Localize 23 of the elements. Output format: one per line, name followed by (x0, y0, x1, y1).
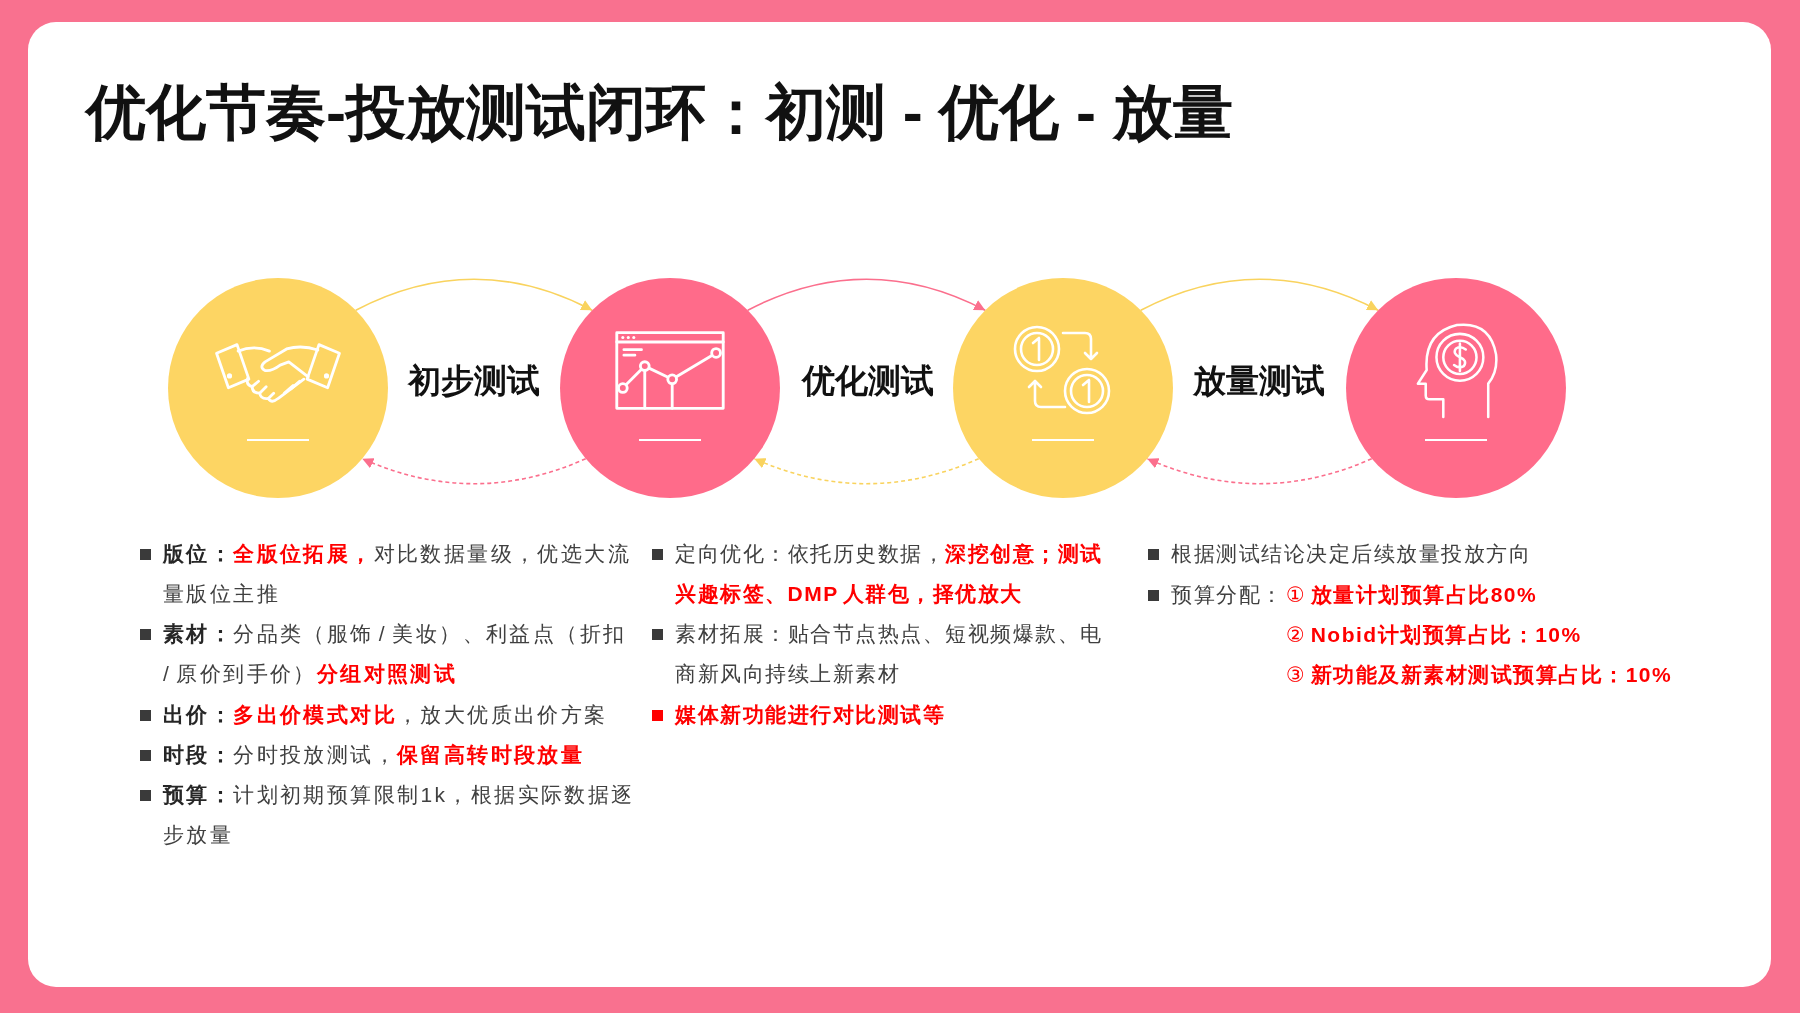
bullet-text: 出价：多出价模式对比，放大优质出价方案 (163, 702, 609, 728)
curved-arrow (1140, 278, 1379, 311)
bullet-text: 素材拓展：贴合节点热点、短视频爆款、电商新风向持续上新素材 (675, 621, 1104, 687)
bullet-text: 媒体新功能进行对比测试等 (675, 702, 946, 728)
curved-arrow (1146, 457, 1373, 485)
stage-label: 放量测试 (1193, 361, 1325, 401)
bullet-text: 定向优化：依托历史数据，深挖创意；测试兴趣标签、DMP 人群包，择优放大 (675, 541, 1104, 607)
numbered-item: ① 放量计划预算占比80% (1286, 582, 1538, 608)
bullet-text: 预算：计划初期预算限制1k，根据实际数据逐步放量 (163, 782, 636, 848)
stage-label: 优化测试 (802, 361, 934, 401)
stage-label: 初步测试 (408, 361, 540, 401)
bullet-text: 素材：分品类（服饰 / 美妆）、利益点（折扣 / 原价到手价）分组对照测试 (163, 621, 628, 687)
bullet-text: 预算分配： (1171, 582, 1284, 608)
curved-arrow (747, 278, 986, 311)
bullet-text: 时段：分时投放测试，保留高转时段放量 (163, 742, 586, 768)
numbered-item: ③ 新功能及新素材测试预算占比：10% (1286, 662, 1673, 688)
curved-arrow (361, 457, 587, 485)
curved-arrow (355, 278, 593, 311)
curved-arrow (753, 457, 980, 485)
bullet-text: 根据测试结论决定后续放量投放方向 (1171, 541, 1532, 567)
title: 优化节奏-投放测试闭环：初测 - 优化 - 放量 (86, 80, 1233, 146)
bullet-text: 版位：全版位拓展，对比数据量级，优选大流量版位主推 (163, 541, 632, 607)
numbered-item: ② Nobid计划预算占比：10% (1286, 622, 1582, 648)
